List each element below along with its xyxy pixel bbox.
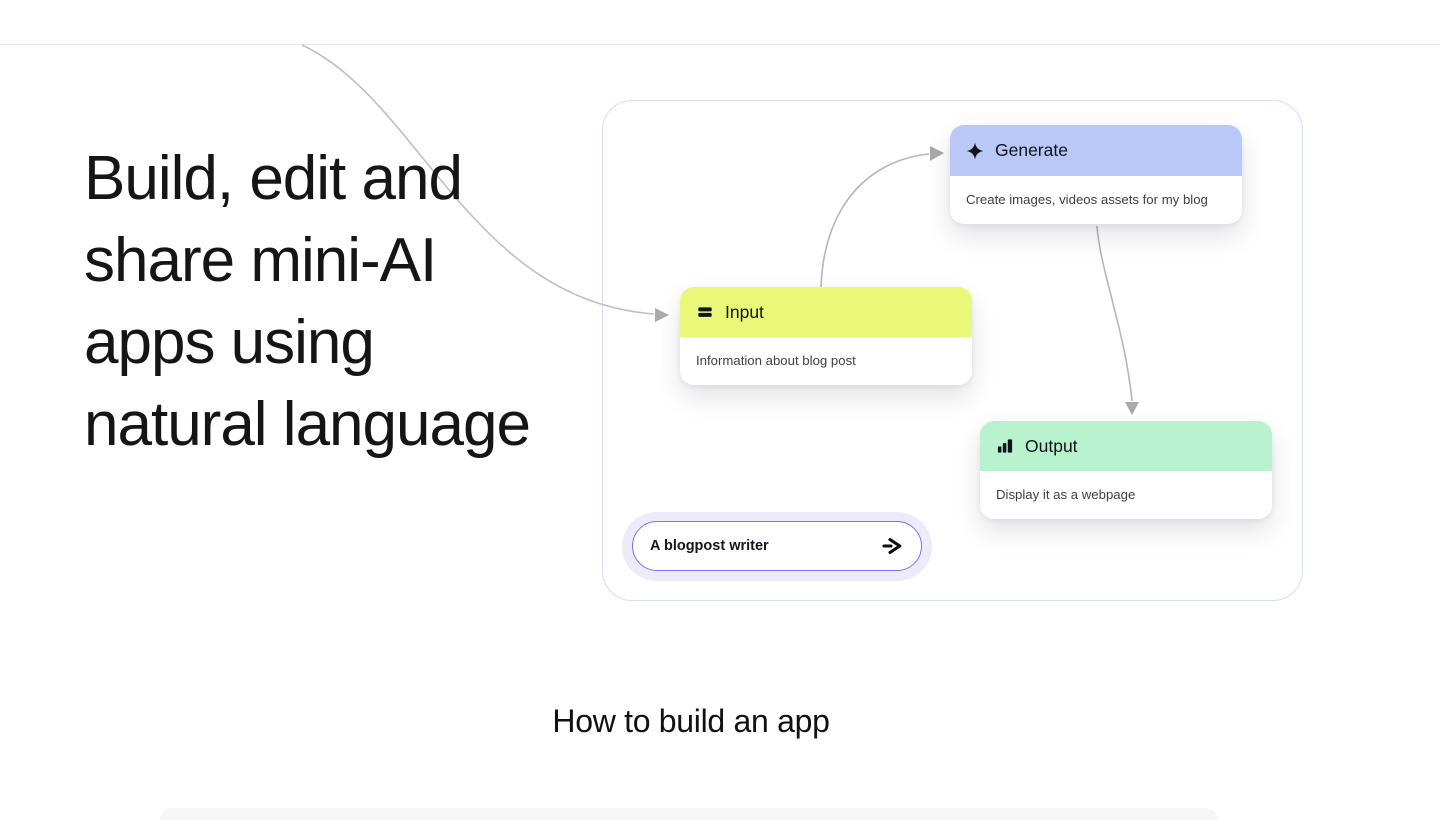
- node-generate-header: Generate: [950, 125, 1242, 176]
- how-to-section-header: How to build an app: [0, 703, 1382, 740]
- how-to-heading: How to build an app: [552, 703, 830, 739]
- node-generate[interactable]: Generate Create images, videos assets fo…: [950, 125, 1242, 224]
- sparkle-icon: [966, 142, 984, 159]
- next-section-card-top: [160, 808, 1218, 820]
- prompt-input[interactable]: [650, 538, 877, 554]
- node-generate-label: Generate: [995, 140, 1068, 160]
- node-output-label: Output: [1025, 435, 1078, 456]
- node-output[interactable]: Output Display it as a webpage: [980, 421, 1272, 519]
- send-button[interactable]: [877, 531, 907, 561]
- send-icon: [882, 538, 902, 554]
- node-input[interactable]: Input Information about blog post: [680, 287, 972, 385]
- node-generate-description: Create images, videos assets for my blog: [950, 176, 1242, 224]
- hero-headline: Build, edit and share mini-AI apps using…: [84, 144, 531, 459]
- prompt-bar[interactable]: [632, 521, 922, 571]
- node-output-header: Output: [980, 421, 1272, 471]
- node-input-description: Information about blog post: [680, 337, 972, 385]
- node-input-label: Input: [725, 301, 764, 322]
- input-lines-icon: [698, 307, 712, 317]
- prompt-bar-halo: [622, 512, 932, 581]
- top-divider: [0, 44, 1440, 45]
- node-output-description: Display it as a webpage: [980, 471, 1272, 519]
- node-input-header: Input: [680, 287, 972, 337]
- bar-chart-icon: [997, 439, 1013, 453]
